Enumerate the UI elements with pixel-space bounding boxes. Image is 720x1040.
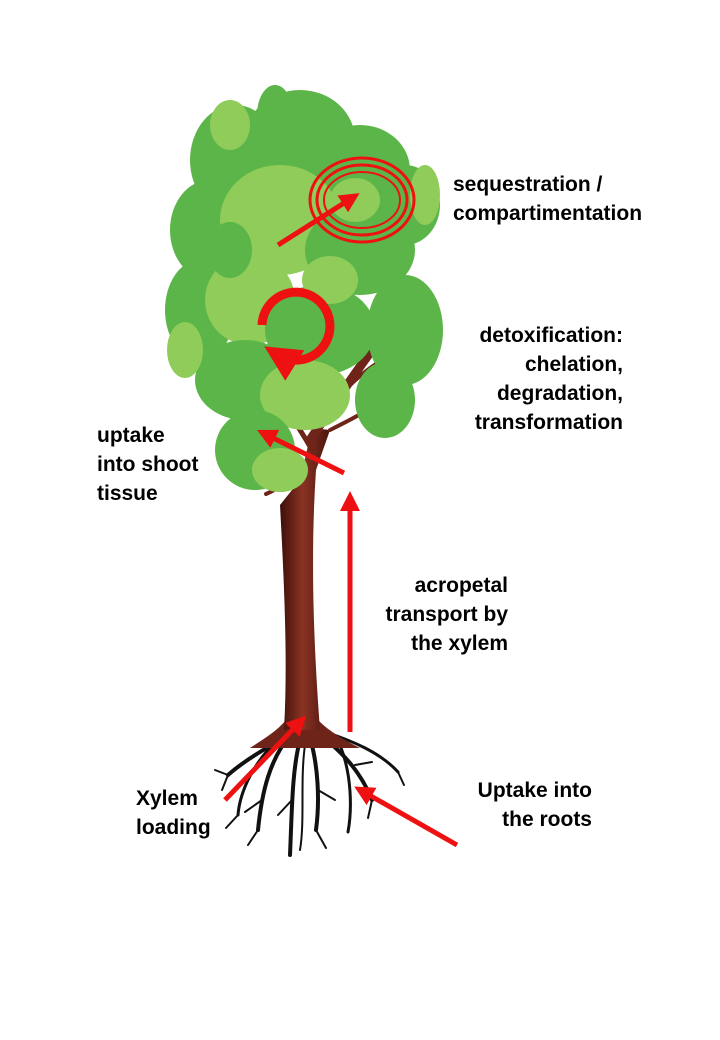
label-line: into shoot (97, 453, 199, 476)
xylem-loading-arrow (223, 715, 307, 802)
roots (214, 728, 405, 857)
label-acropetal-transport: acropetal transport by the xylem (385, 571, 508, 658)
detoxification-cycle-arrow (257, 287, 335, 381)
label-line: degradation, (496, 382, 623, 405)
label-xylem-loading: Xylem loading (136, 784, 211, 842)
label-line: tissue (97, 482, 158, 505)
label-sequestration: sequestration / compartimentation (453, 170, 642, 228)
sequestration-rings (308, 156, 416, 244)
label-line: detoxification: (479, 324, 623, 347)
trunk (280, 428, 330, 730)
label-detoxification: detoxification: chelation, degradation, … (475, 321, 623, 437)
label-line: compartimentation (453, 202, 643, 225)
label-line: uptake (97, 424, 165, 447)
label-uptake-roots: Uptake into the roots (478, 776, 592, 834)
label-line: acropetal (414, 574, 508, 597)
shoot-uptake-arrow (256, 429, 346, 476)
label-line: transformation (474, 411, 623, 434)
label-line: chelation, (524, 353, 623, 376)
arrows (223, 193, 459, 848)
label-line: Uptake into (477, 779, 592, 802)
label-uptake-shoot: uptake into shoot tissue (97, 421, 198, 508)
label-line: loading (136, 816, 211, 839)
label-line: the xylem (411, 632, 508, 655)
label-line: transport by (385, 603, 508, 626)
label-line: the roots (502, 808, 592, 831)
sequestration-arrow (276, 193, 360, 248)
label-line: sequestration / (453, 173, 603, 196)
label-line: Xylem (136, 787, 198, 810)
root-uptake-arrow (354, 786, 459, 848)
foliage (165, 85, 443, 492)
